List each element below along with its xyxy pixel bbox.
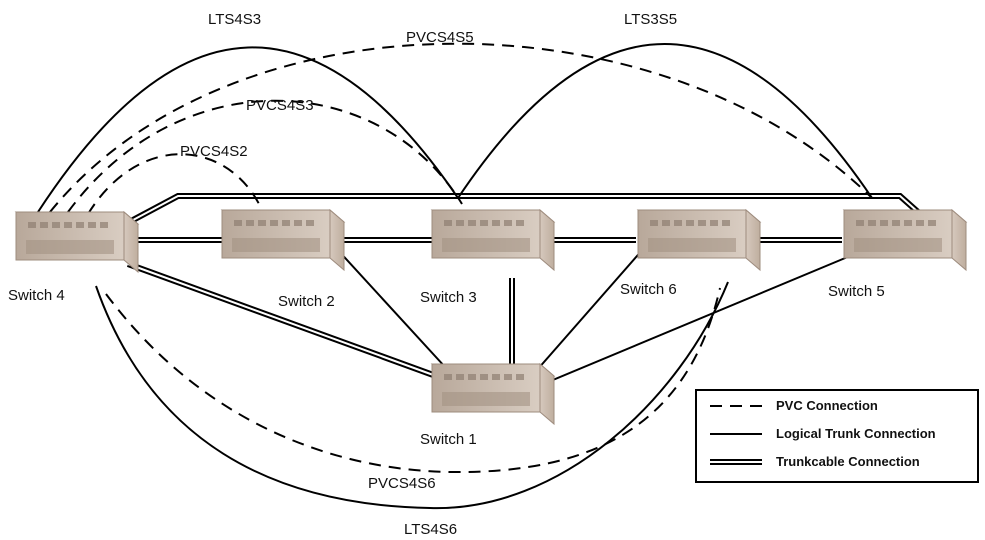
pvc-s4-s6-label: PVCS4S6 (368, 475, 436, 492)
logical-trunk-s4-s6-label: LTS4S6 (404, 521, 457, 538)
switch-1-icon (431, 363, 555, 425)
logical-trunk-s5-s1 (547, 255, 851, 383)
pvc-s4-s3 (67, 99, 463, 213)
logical-trunk-s4-s3-label: LTS4S3 (208, 11, 261, 28)
switch-3-label: Switch 3 (420, 289, 477, 306)
logical-trunk-s4-s6 (95, 281, 729, 510)
legend-item-pvc: PVC Connection (710, 398, 878, 413)
switch-5-icon (843, 209, 967, 271)
switch-6-label: Switch 6 (620, 281, 677, 298)
logical-trunk-connections (37, 43, 873, 510)
switch-4-label: Switch 4 (8, 287, 65, 304)
switch-5 (843, 209, 967, 271)
trunkcable-s4-s5-top (116, 193, 920, 231)
trunkcable-connections (116, 193, 920, 379)
switch-1 (431, 363, 555, 425)
legend: PVC Connection Logical Trunk Connection … (695, 389, 979, 483)
pvc-s4-s3-label: PVCS4S3 (246, 97, 314, 114)
switch-3-icon (431, 209, 555, 271)
pvc-connections (49, 42, 873, 474)
pvc-s4-s2-label: PVCS4S2 (180, 143, 248, 160)
logical-trunk-s4-s3 (37, 46, 459, 213)
switch-5-label: Switch 5 (828, 283, 885, 300)
logical-trunk-s2-s1 (335, 247, 447, 369)
pvc-s4-s5 (49, 42, 873, 213)
switch-6 (637, 209, 761, 271)
logical-trunk-s3-s5 (457, 43, 873, 199)
switch-4 (15, 211, 139, 273)
logical-trunk-s3-s5-label: LTS3S5 (624, 11, 677, 28)
pvc-s4-s5-label: PVCS4S5 (406, 29, 474, 46)
switch-2-icon (221, 209, 345, 271)
legend-trunkcable-label: Trunkcable Connection (776, 454, 920, 469)
legend-box (695, 389, 979, 483)
legend-item-logical-trunk: Logical Trunk Connection (710, 426, 936, 441)
pvc-s4-s2 (87, 153, 263, 215)
switch-6-icon (637, 209, 761, 271)
switch-1-label: Switch 1 (420, 431, 477, 448)
switch-4-icon (15, 211, 139, 273)
trunkcable-s4-s1 (126, 261, 438, 379)
legend-pvc-label: PVC Connection (776, 398, 878, 413)
logical-trunk-s6-s1 (529, 247, 645, 379)
switch-3 (431, 209, 555, 271)
legend-item-trunkcable: Trunkcable Connection (710, 454, 920, 469)
legend-logical-trunk-label: Logical Trunk Connection (776, 426, 936, 441)
switch-2 (221, 209, 345, 271)
switch-2-label: Switch 2 (278, 293, 335, 310)
pvc-s4-s6 (105, 287, 721, 474)
